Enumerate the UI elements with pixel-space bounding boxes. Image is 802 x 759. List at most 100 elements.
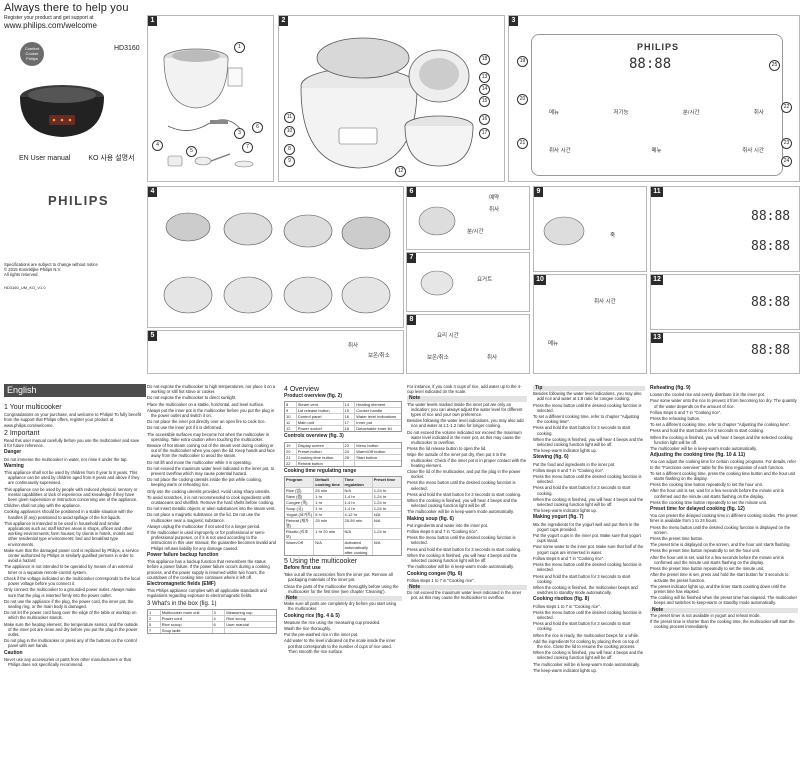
panel-bottom-label[interactable]: 취사 시간 [742,148,764,154]
step-item: After the hour unit is set, wait for a f… [650,488,784,499]
step-item: Follow steps 1 to 7 in "Cooking rice". [407,577,475,583]
figure-7-illustration [420,270,454,296]
warning-item: Do not use the appliance if the plug, th… [4,598,134,609]
note-text: The water levels marked inside the inner… [407,401,523,418]
subsection-heading: Cooking congee (fig. 6) [407,570,463,577]
warning-item: Do not plug in the multicooker or press … [4,638,137,649]
step-item: Press and hold the start button for 3 se… [407,546,522,552]
warning-item: Do not let the power cord hang over the … [4,610,137,621]
warning-item: Make sure the heating element, the tempe… [4,621,138,637]
step-item: Follow steps 6 and 7 in "Cooking rice". [533,467,605,473]
figure-6-illustration [418,206,456,236]
korean-label: 취사 [487,355,498,361]
panel-button-label[interactable]: 분/시간 [682,110,700,116]
language-tab-english: English [4,384,146,397]
step-item: The preset indicator lights up, and the … [650,583,786,594]
subsection-heading: Cooking time regulating range [284,467,357,474]
step-item: Put the yogurt cups in the inner pot. Ma… [533,533,641,544]
subsection-heading: Controls overview (fig. 3) [284,433,344,440]
emf-heading: Electromagnetic fields (EMF) [147,580,216,587]
warning-item: Cooking appliances should be positioned … [4,509,133,520]
step-item: The multicooker will be in keep-warm mod… [650,446,757,452]
figure-number: 4 [148,187,157,197]
step-item: Press and hold the start button for 3 se… [533,485,631,496]
korean-label: 요거트 [477,277,493,283]
figure-number: 5 [148,331,157,341]
panel-button-label[interactable]: 취사 [753,110,764,116]
step-item: When the cooking is finished, you will h… [533,650,644,661]
step-item: Follow steps 6 and 7 in "Cooking rice". [407,529,479,535]
multicooker-product-image [20,85,104,137]
caution-item: Do not place a magnetic substance on the… [147,512,261,523]
note-bar: Note [407,584,527,591]
step-item: The multicooker will be in keep-warm mod… [407,509,514,515]
text-column-1: 1 Your multicooker Congratulations on yo… [4,402,142,668]
danger-heading: Danger [4,449,22,456]
specs-notice: Specifications are subject to change wit… [4,262,98,277]
manual-cover: Always there to help you Register your p… [4,2,144,374]
document-code: HD3160_UM_KO_V1.0 [4,285,46,290]
caution-text: Never use any accessories or parts from … [4,656,131,667]
step-item: Press the menu button until the desired … [533,609,642,620]
korean-label: 분/시간 [467,229,484,235]
panel-button-label[interactable]: 메뉴 [549,110,560,116]
tip-bar: Tip [533,385,645,392]
text-column-4: For instance, if you cook 4 cups of rice… [407,384,527,602]
figure-number: 3 [509,16,518,26]
figure-7-panel: 7 요거트 [406,252,530,312]
step-item: Mix the ingredients for the yogurt well … [533,521,640,532]
korean-label: 취사 시간 [594,299,616,305]
panel-brand: PHILIPS [637,42,680,52]
figure-number: 7 [407,253,416,263]
korean-label: 요리 시간 [437,333,459,339]
step-item: Measure the rice using the measuring cup… [284,619,381,625]
step-item: Pour some water onto the rice to prevent… [650,398,797,409]
step-item: Press the cooking time button repeatedly… [650,482,763,488]
figure-number: 6 [407,187,416,197]
step-item: Follow steps 6 and 7 in "Cooking rice". [650,409,722,415]
step-item: Press the preset time button repeatedly … [650,548,761,554]
warning-item: The appliance is not intended to be oper… [4,564,133,575]
warning-heading: Warning [4,462,24,469]
korean-label: 예약 [489,195,500,201]
language-ko: KO 사용 설명서 [88,155,135,162]
figure-2-illustration [300,37,474,169]
step-item: Put the food and ingredients in the inne… [533,461,616,467]
step-item: When the cooking is finished, you will h… [533,436,644,448]
step-item: The multicooker will be in keep-warm mod… [533,661,640,667]
panel-bottom-label[interactable]: 취사 시간 [549,148,571,154]
step-item: Put ingredients and water into the inner… [407,522,489,528]
caution-item: Do not insert metallic objects or alien … [147,506,276,512]
panel-display: 88:88 [751,295,791,310]
step-item: The keep-warm indicator lights up. [533,667,598,673]
figure-9-illustration [543,216,585,246]
section-heading: 3 What's in the box (fig. 1) [147,600,217,607]
caution-item: Do not expose the multicooker to direct … [147,395,237,401]
panel-display: 88:88 [751,209,791,224]
warning-item: This appliance can be used by people wit… [4,486,138,503]
caution-item: Always unplug the multicooker if not use… [147,523,261,529]
step-item: Follow steps 1 to 7 in "Cooking rice". [533,603,601,609]
section-heading: 1 Your multicooker [4,404,62,411]
step-item: After the hour unit is set, wait for a f… [650,554,784,565]
korean-label: 보온/취소 [368,353,390,359]
step-item: Press and hold the start button for 3 se… [533,573,631,584]
step-item: Press the menu button until the desired … [533,562,642,573]
warning-item: Children shall not play with the applian… [4,503,82,509]
korean-label: 죽 [610,233,616,239]
text-column-2: Do not expose the multicooker to high te… [147,384,277,636]
section-heading: 2 Important [4,429,40,437]
panel-display: 88:88 [629,56,672,72]
cover-url[interactable]: www.philips.com/welcome [4,21,97,30]
text-column-5: Tip Besides following the water level in… [533,384,645,674]
step-item: Add the ingredients for cooking by placi… [533,638,639,649]
language-en: EN User manual [19,155,71,162]
panel-button-label[interactable]: 저기능 [613,110,629,116]
step-item: The preset time is displayed on the scre… [650,542,791,548]
panel-bottom-label[interactable]: 메뉴 [651,148,662,154]
subsection-heading: Stewing (fig. 6) [533,454,569,461]
subsection-heading: Making yogurt (fig. 7) [533,514,584,521]
